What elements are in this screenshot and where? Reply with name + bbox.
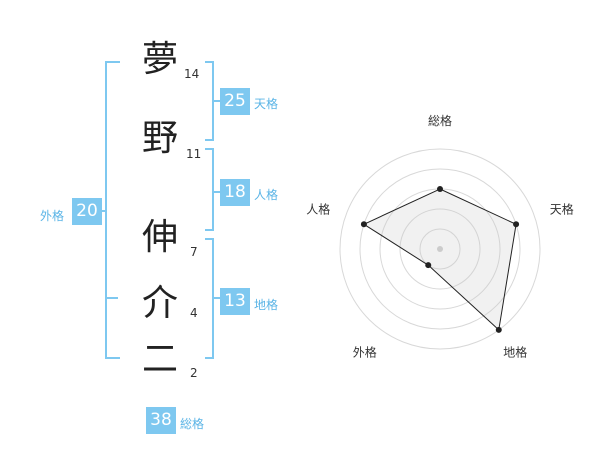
stroke-count-5: 2: [190, 366, 198, 380]
tenkaku-label: 天格: [254, 97, 279, 111]
soukaku-value: 38: [146, 407, 176, 434]
jinkaku-value: 18: [220, 179, 250, 206]
name-char-5: 二: [142, 339, 179, 380]
radar-series-area: [362, 188, 517, 331]
radar-point: [437, 186, 443, 192]
gaikaku-label: 外格: [40, 209, 65, 223]
tenkaku-bracket: [205, 61, 214, 141]
name-char-3: 伸: [142, 217, 179, 258]
stroke-count-2: 11: [186, 147, 202, 161]
radar-axis-label: 人格: [306, 201, 330, 216]
radar-axis-label: 総格: [428, 113, 452, 128]
stroke-count-4: 4: [190, 306, 198, 320]
chikaku-bracket: [205, 238, 214, 359]
chikaku-value: 13: [220, 288, 250, 315]
radar-axis-label: 地格: [503, 345, 527, 360]
radar-point: [425, 262, 432, 269]
jinkaku-bracket: [205, 148, 214, 231]
radar-axis-label: 外格: [353, 345, 377, 360]
radar-center-dot: [437, 246, 443, 252]
radar-axis-label: 天格: [550, 201, 574, 216]
radar-grid-ring-2: [399, 208, 481, 290]
radar-grid-ring-4: [359, 168, 521, 330]
radar-point: [360, 221, 367, 228]
radar-points: [360, 186, 520, 333]
radar-grid-ring-5: [339, 148, 541, 350]
radar-grid: [339, 148, 541, 350]
gaikaku-value: 20: [72, 198, 102, 225]
jinkaku-label: 人格: [254, 188, 279, 202]
tenkaku-value: 25: [220, 88, 250, 115]
radar-point: [513, 221, 520, 228]
stroke-count-1: 14: [184, 67, 200, 81]
name-char-1: 夢: [142, 39, 179, 80]
kakaku-brackets: [100, 61, 220, 359]
radar-grid-ring-1: [419, 228, 461, 270]
name-char-2: 野: [142, 118, 179, 159]
radar-point: [495, 326, 502, 333]
gaikaku-bracket: [105, 61, 120, 359]
name-char-4: 介: [142, 283, 179, 324]
soukaku-label: 総格: [180, 417, 205, 431]
chikaku-label: 地格: [254, 298, 279, 312]
stroke-count-3: 7: [190, 245, 198, 259]
